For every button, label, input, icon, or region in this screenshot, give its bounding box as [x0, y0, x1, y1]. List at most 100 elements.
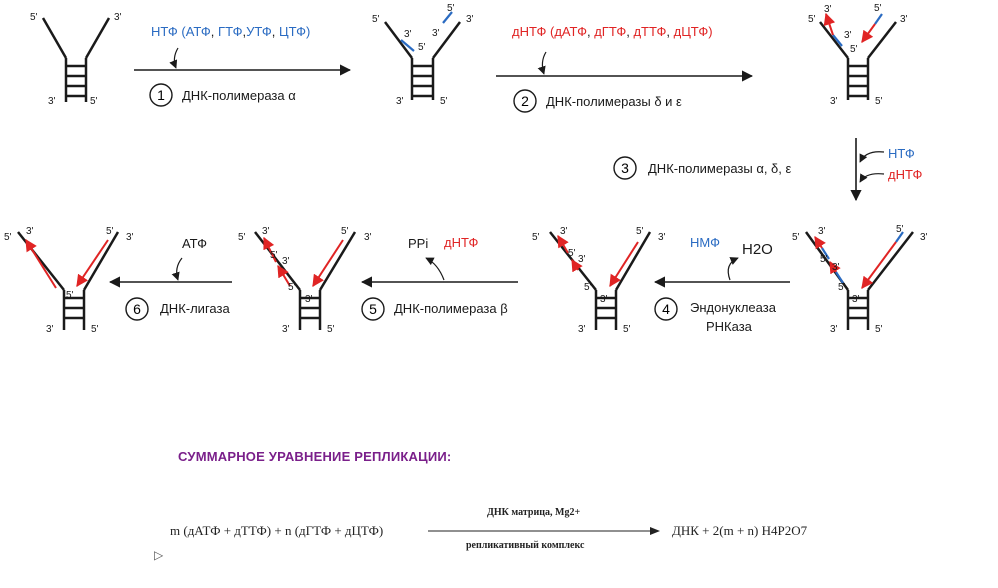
nmp-label: НМФ [690, 235, 720, 250]
end-label: 5' [66, 290, 74, 301]
end-label: 3' [432, 28, 440, 39]
dna-strand-new [823, 12, 836, 36]
rna-primer [400, 39, 415, 52]
equation-right: ДНК + 2(m + n) H4P2O7 [672, 523, 808, 538]
end-label: 3' [830, 96, 838, 107]
end-label: 3' [396, 96, 404, 107]
end-label: 5' [623, 324, 631, 335]
end-label: 5' [792, 232, 800, 243]
step-6-number: 6 [133, 301, 141, 317]
step-4-circle [654, 297, 678, 321]
end-label: 3' [600, 294, 608, 305]
substrate-input-arrow [171, 257, 183, 281]
step-5-circle [361, 297, 385, 321]
step-5-enzyme: ДНК-полимераза β [394, 301, 508, 316]
dntp-label: дНТФ [888, 167, 922, 182]
step-2-enzyme: ДНК-полимеразы δ и ε [546, 94, 682, 109]
equation-condition-below: репликативный комплекс [466, 540, 585, 551]
end-label: 5' [447, 3, 455, 14]
step-6-circle [125, 297, 149, 321]
end-label: 5' [418, 42, 426, 53]
end-label: 3' [114, 12, 122, 23]
end-label: 3' [844, 30, 852, 41]
end-label: 3' [282, 256, 290, 267]
product-output-arrow [727, 257, 739, 281]
mouse-cursor-icon: ▷ [154, 548, 164, 562]
end-label: 3' [364, 232, 372, 243]
substrate-input-arrow [537, 51, 547, 75]
end-label: 5' [288, 282, 296, 293]
ntp-substrates: НТФ (АТФ, ГТФ,УТФ, ЦТФ) [151, 24, 310, 39]
end-label: 5' [327, 324, 335, 335]
end-label: 5' [584, 282, 592, 293]
step-5-number: 5 [369, 301, 377, 317]
rna-primer [442, 11, 453, 24]
step-1-enzyme: ДНК-полимераза α [182, 88, 296, 103]
end-label: 5' [106, 226, 114, 237]
dna-strand-new [25, 238, 57, 289]
step-3-enzyme: ДНК-полимеразы α, δ, ε [648, 161, 792, 176]
end-label: 5' [372, 14, 380, 25]
dna-strand-new [861, 23, 876, 43]
ntp-label: НТФ [888, 146, 915, 161]
end-label: 3' [262, 226, 270, 237]
fork-1 [41, 17, 111, 102]
step-2-number: 2 [521, 93, 529, 109]
end-label: 5' [838, 282, 846, 293]
water-label: H2O [742, 241, 773, 258]
end-label: 3' [578, 254, 586, 265]
end-label: 3' [404, 29, 412, 40]
step-3-number: 3 [621, 160, 629, 176]
end-label: 5' [30, 12, 38, 23]
end-label: 3' [466, 14, 474, 25]
dna-strand-new [557, 234, 569, 254]
end-label: 3' [578, 324, 586, 335]
end-label: 5' [270, 250, 278, 261]
dna-strand-new [861, 241, 897, 289]
rna-primer [832, 34, 843, 47]
end-label: 5' [4, 232, 12, 243]
equation-condition-above: ДНК матрица, Mg2+ [487, 507, 581, 518]
end-label: 5' [808, 14, 816, 25]
end-label: 3' [830, 324, 838, 335]
fork-3 [819, 21, 897, 100]
dna-strand-new [76, 239, 109, 287]
rna-primer [821, 247, 830, 260]
end-label: 5' [440, 96, 448, 107]
equation-arrowhead [650, 527, 660, 535]
end-label: 3' [282, 324, 290, 335]
end-label: 3' [852, 294, 860, 305]
end-label: 5' [341, 226, 349, 237]
substrate-input-arrow [169, 47, 179, 69]
rna-primer [874, 13, 883, 25]
dna-strand-new [312, 239, 344, 288]
end-label: 5' [636, 226, 644, 237]
summary-title: СУММАРНОЕ УРАВНЕНИЕ РЕПЛИКАЦИИ: [178, 449, 452, 464]
end-label: 5' [532, 232, 540, 243]
step-4-number: 4 [662, 301, 670, 317]
end-label: 5' [820, 254, 828, 265]
step-4-enzyme-2: РНКаза [706, 319, 753, 334]
step-1-circle [149, 83, 173, 107]
end-label: 3' [46, 324, 54, 335]
end-label: 3' [658, 232, 666, 243]
step-3-circle [613, 156, 637, 180]
end-label: 3' [900, 14, 908, 25]
atp-label: АТФ [182, 236, 207, 251]
rna-primer [895, 231, 904, 243]
step-6-enzyme: ДНК-лигаза [160, 301, 230, 316]
end-label: 3' [305, 294, 313, 305]
end-label: 3' [126, 232, 134, 243]
end-label: 5' [896, 224, 904, 235]
product-output-arrow [425, 257, 445, 281]
end-label: 3' [824, 4, 832, 15]
dna-strand-new [609, 241, 639, 288]
end-label: 3' [818, 226, 826, 237]
end-label: 3' [48, 96, 56, 107]
dntp-substrates: дНТФ (дАТФ, дГТФ, дТТФ, дЦТФ) [512, 24, 713, 39]
dna-strand-new [829, 260, 841, 275]
dna-strand-new [814, 235, 826, 250]
equation-left: m (дАТФ + дТТФ) + n (дГТФ + дЦТФ) [170, 523, 384, 538]
substrate-input-arrow [859, 173, 885, 183]
